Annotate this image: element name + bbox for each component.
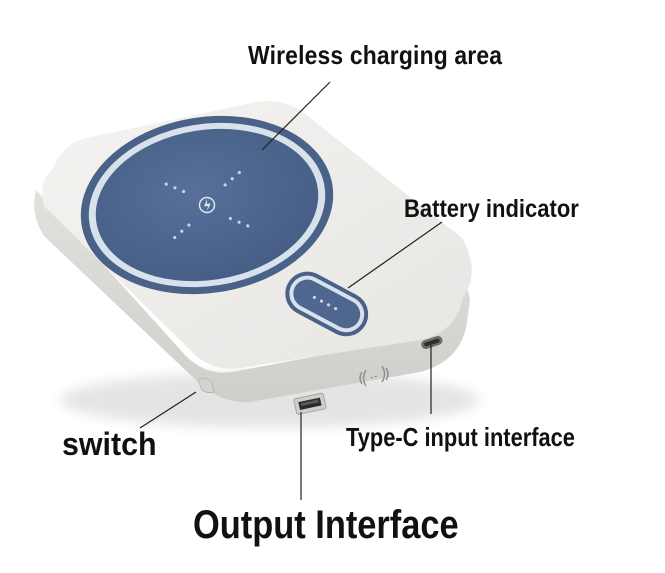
wireless-charging-pad [80,115,334,295]
usb-a-port [293,392,327,415]
leader-wireless [261,81,331,151]
label-output-interface: Output Interface [193,503,459,547]
label-switch: switch [62,426,157,462]
type-c-port [421,336,443,350]
label-battery-indicator: Battery indicator [404,195,579,223]
battery-indicator [285,271,369,337]
side-switch [197,378,215,394]
pad-dot-pattern [164,170,250,240]
leader-switch [139,391,197,429]
lightning-bolt-icon [198,196,216,214]
wireless-waves-icon [359,365,389,387]
label-type-c-input: Type-C input interface [346,422,575,452]
leader-lines [139,81,443,500]
leader-battery [347,221,443,289]
label-wireless-charging-area: Wireless charging area [248,40,503,70]
